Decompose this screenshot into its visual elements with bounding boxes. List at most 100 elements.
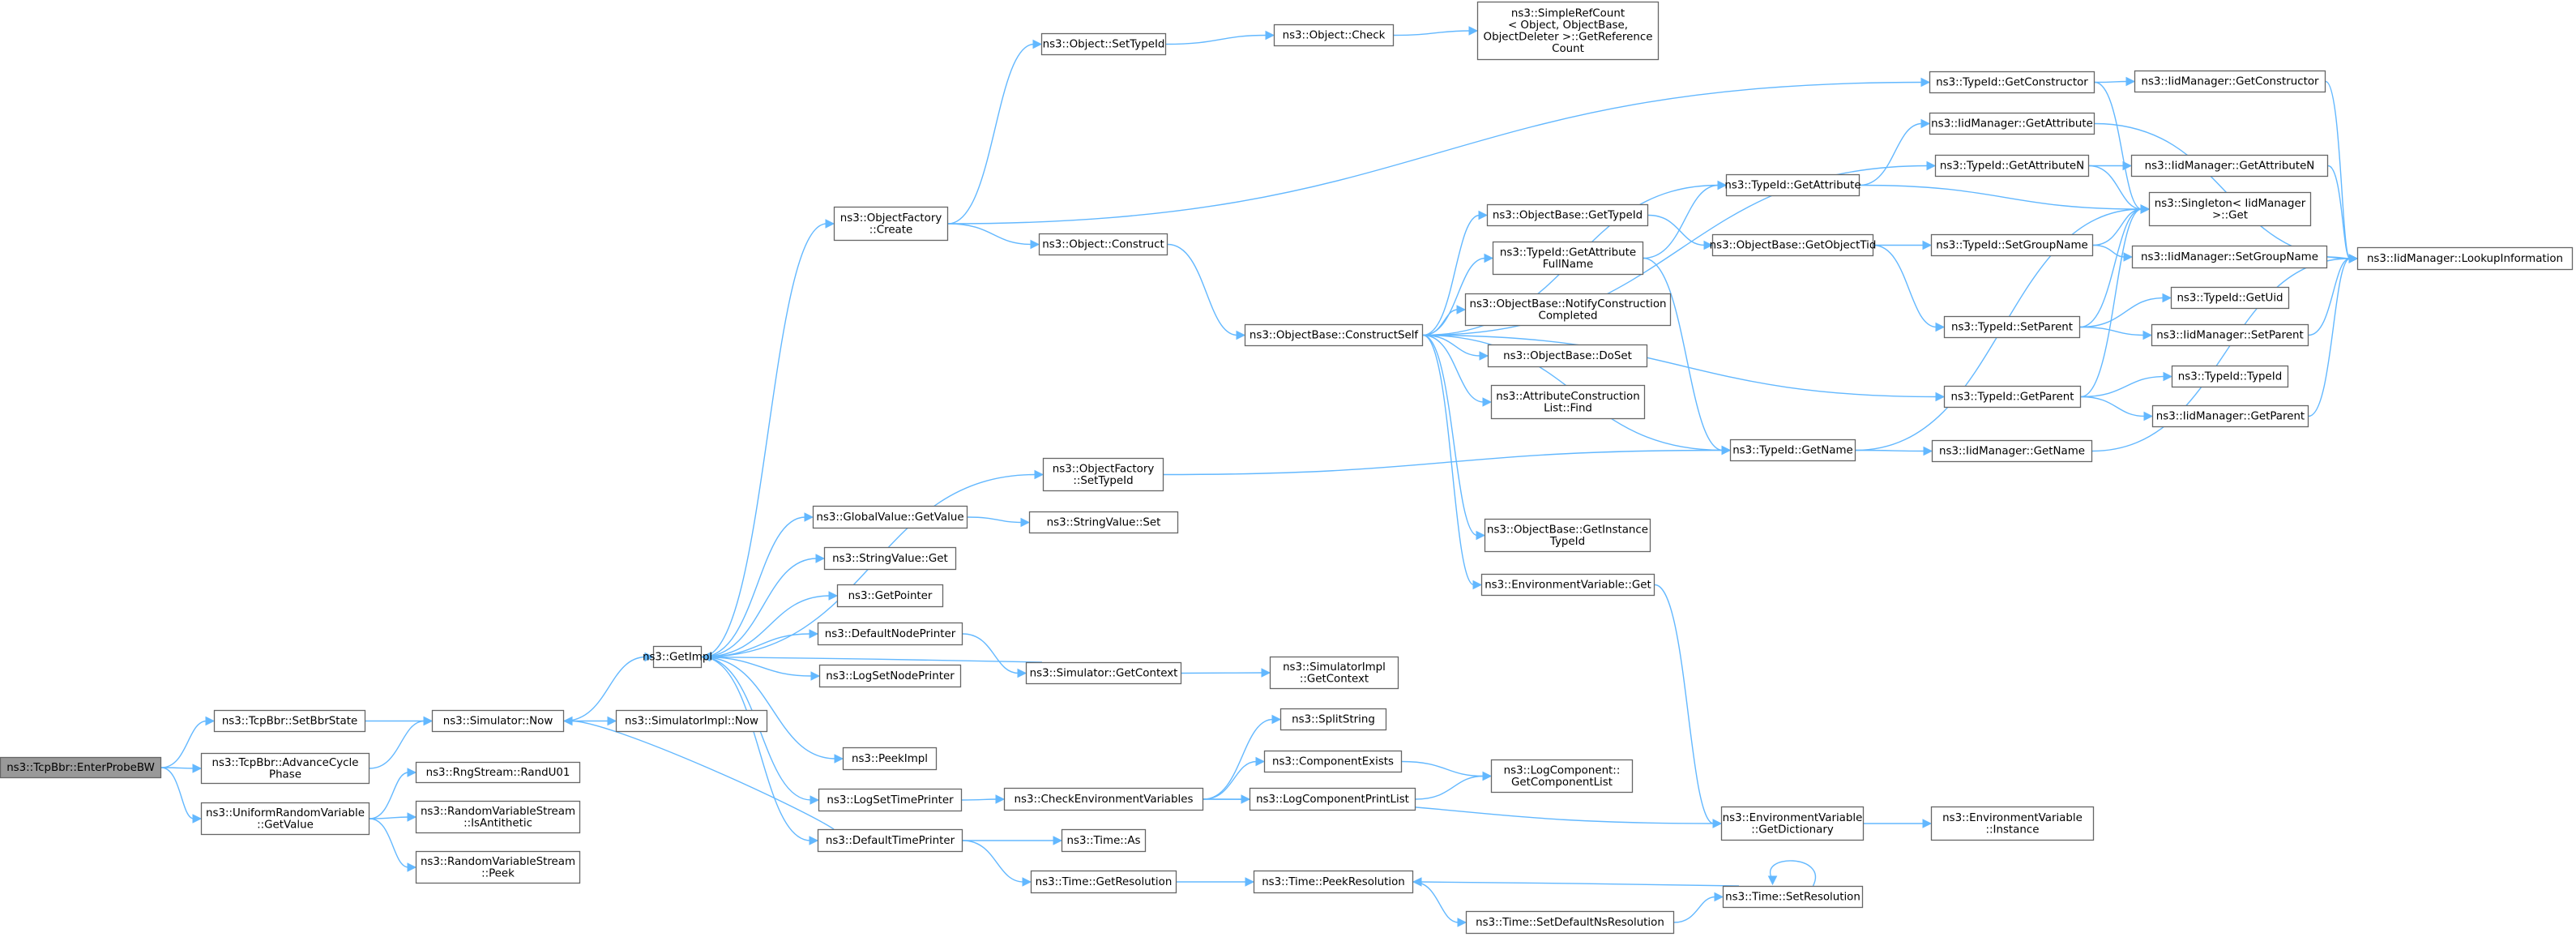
node-box[interactable]: [1030, 870, 1177, 894]
function-node-tidgetname[interactable]: ns3::TypeId::GetName: [1729, 439, 1856, 462]
node-box[interactable]: [1929, 71, 2095, 94]
node-box[interactable]: [415, 761, 581, 784]
function-node-tidgetparent[interactable]: ns3::TypeId::GetParent: [1943, 385, 2082, 409]
function-node-iidgetconstructor[interactable]: ns3::IidManager::GetConstructor: [2134, 70, 2326, 93]
function-node-setbbrstate[interactable]: ns3::TcpBbr::SetBbrState: [213, 709, 366, 733]
function-node-timegetres[interactable]: ns3::Time::GetResolution: [1030, 870, 1177, 894]
node-box[interactable]: [1464, 293, 1672, 327]
node-box[interactable]: [2148, 191, 2312, 227]
node-box[interactable]: [1038, 233, 1168, 256]
function-node-tidsetgroupname[interactable]: ns3::TypeId::SetGroupName: [1930, 233, 2094, 257]
function-node-timepeekres[interactable]: ns3::Time::PeekResolution: [1253, 870, 1414, 894]
function-node-envinstance[interactable]: ns3::EnvironmentVariable::Instance: [1930, 806, 2095, 841]
node-box[interactable]: [842, 747, 938, 771]
function-node-isantithetic[interactable]: ns3::RandomVariableStream::IsAntithetic: [415, 800, 581, 834]
node-box[interactable]: [817, 828, 963, 853]
node-box[interactable]: [833, 206, 949, 242]
function-node-tidgetattributen[interactable]: ns3::TypeId::GetAttributeN: [1934, 154, 2090, 178]
node-box[interactable]: [415, 850, 581, 884]
node-box[interactable]: [2171, 365, 2289, 388]
function-node-singletonget[interactable]: ns3::Singleton< IidManager >::Get: [2148, 191, 2312, 227]
function-node-logcompprintlist[interactable]: ns3::LogComponentPrintList: [1249, 787, 1416, 811]
function-node-gvgetvalue[interactable]: ns3::GlobalValue::GetValue: [812, 505, 968, 529]
node-box[interactable]: [1244, 323, 1424, 347]
node-box[interactable]: [1930, 233, 2094, 257]
function-node-iidgetparent[interactable]: ns3::IidManager::GetParent: [2151, 404, 2309, 428]
function-node-logcompgetlist[interactable]: ns3::LogComponent::GetComponentList: [1490, 759, 1634, 794]
node-box[interactable]: [1040, 32, 1167, 56]
function-node-rvspeek[interactable]: ns3::RandomVariableStream::Peek: [415, 850, 581, 884]
node-box[interactable]: [200, 752, 370, 785]
function-node-objsettypeid[interactable]: ns3::Object::SetTypeId: [1040, 32, 1167, 56]
node-box[interactable]: [1490, 384, 1646, 420]
node-box[interactable]: [2131, 245, 2328, 269]
node-box[interactable]: [1484, 518, 1651, 553]
node-box[interactable]: [0, 756, 162, 779]
function-node-simnow[interactable]: ns3::Simulator::Now: [431, 709, 565, 733]
node-box[interactable]: [1492, 241, 1644, 276]
function-node-tidgetattribute[interactable]: ns3::TypeId::GetAttribute: [1724, 173, 1861, 197]
function-node-timeas[interactable]: ns3::Time::As: [1061, 828, 1147, 853]
function-node-timesetres[interactable]: ns3::Time::SetResolution: [1722, 885, 1864, 909]
function-node-tidgetconstructor[interactable]: ns3::TypeId::GetConstructor: [1929, 71, 2095, 94]
node-box[interactable]: [823, 546, 957, 571]
node-box[interactable]: [818, 788, 963, 812]
function-node-obgetobjecttid[interactable]: ns3::ObjectBase::GetObjectTid: [1710, 233, 1877, 257]
node-box[interactable]: [1480, 573, 1655, 597]
function-node-deftimeprinter[interactable]: ns3::DefaultTimePrinter: [817, 828, 963, 853]
function-node-envgetdict[interactable]: ns3::EnvironmentVariable::GetDictionary: [1720, 806, 1865, 841]
node-box[interactable]: [1722, 885, 1864, 909]
function-node-simplerefcount[interactable]: ns3::SimpleRefCount< Object, ObjectBase,…: [1476, 1, 1660, 61]
node-box[interactable]: [1486, 203, 1649, 227]
function-node-iidgetname[interactable]: ns3::IidManager::GetName: [1931, 439, 2093, 463]
node-box[interactable]: [836, 584, 944, 608]
function-node-iidgetattribute[interactable]: ns3::IidManager::GetAttribute: [1929, 112, 2095, 135]
function-node-iidsetgroupname[interactable]: ns3::IidManager::SetGroupName: [2131, 245, 2328, 269]
node-box[interactable]: [1487, 344, 1648, 368]
function-node-simimplnow[interactable]: ns3::SimulatorImpl::Now: [615, 709, 768, 733]
node-box[interactable]: [812, 505, 968, 529]
function-node-logsetnodeprinter[interactable]: ns3::LogSetNodePrinter: [818, 664, 962, 688]
function-node-objcheck[interactable]: ns3::Object::Check: [1273, 24, 1395, 47]
function-node-ofcreate[interactable]: ns3::ObjectFactory::Create: [833, 206, 949, 242]
function-node-checkenv[interactable]: ns3::CheckEnvironmentVariables: [1003, 787, 1204, 811]
function-node-obgettypeid[interactable]: ns3::ObjectBase::GetTypeId: [1486, 203, 1649, 227]
node-box[interactable]: [1003, 787, 1204, 811]
node-box[interactable]: [1273, 24, 1395, 47]
node-box[interactable]: [1929, 112, 2095, 135]
node-box[interactable]: [213, 709, 366, 733]
function-node-getpointer[interactable]: ns3::GetPointer: [836, 584, 944, 608]
node-box[interactable]: [2151, 404, 2309, 428]
node-box[interactable]: [1465, 910, 1675, 935]
function-node-urvgetvalue[interactable]: ns3::UniformRandomVariable::GetValue: [200, 802, 370, 836]
function-node-iidlookupinfo[interactable]: ns3::IidManager::LookupInformation: [2356, 246, 2574, 271]
node-box[interactable]: [1263, 750, 1403, 773]
function-node-splitstring[interactable]: ns3::SplitString: [1279, 708, 1387, 731]
function-node-simimplgetcontext[interactable]: ns3::SimulatorImpl::GetContext: [1269, 656, 1399, 690]
node-box[interactable]: [415, 800, 581, 834]
node-box[interactable]: [818, 664, 962, 688]
node-box[interactable]: [1490, 759, 1634, 794]
function-node-svset[interactable]: ns3::StringValue::Set: [1028, 511, 1179, 534]
node-box[interactable]: [652, 645, 703, 669]
node-box[interactable]: [1253, 870, 1414, 894]
node-box[interactable]: [2130, 154, 2329, 178]
function-node-getimpl[interactable]: ns3::GetImpl: [643, 645, 712, 669]
node-box[interactable]: [1042, 457, 1164, 492]
node-box[interactable]: [2151, 323, 2309, 347]
node-box[interactable]: [1943, 385, 2082, 409]
function-node-svget[interactable]: ns3::StringValue::Get: [823, 546, 957, 571]
node-box[interactable]: [1711, 233, 1874, 257]
node-box[interactable]: [2356, 246, 2574, 271]
function-node-compexists[interactable]: ns3::ComponentExists: [1263, 750, 1403, 773]
function-node-simgetcontext[interactable]: ns3::Simulator::GetContext: [1025, 661, 1182, 685]
node-box[interactable]: [1279, 708, 1387, 731]
node-box[interactable]: [1720, 806, 1865, 841]
node-box[interactable]: [1930, 806, 2095, 841]
function-node-iidgetattributen[interactable]: ns3::IidManager::GetAttributeN: [2130, 154, 2329, 178]
node-box[interactable]: [1249, 787, 1416, 811]
